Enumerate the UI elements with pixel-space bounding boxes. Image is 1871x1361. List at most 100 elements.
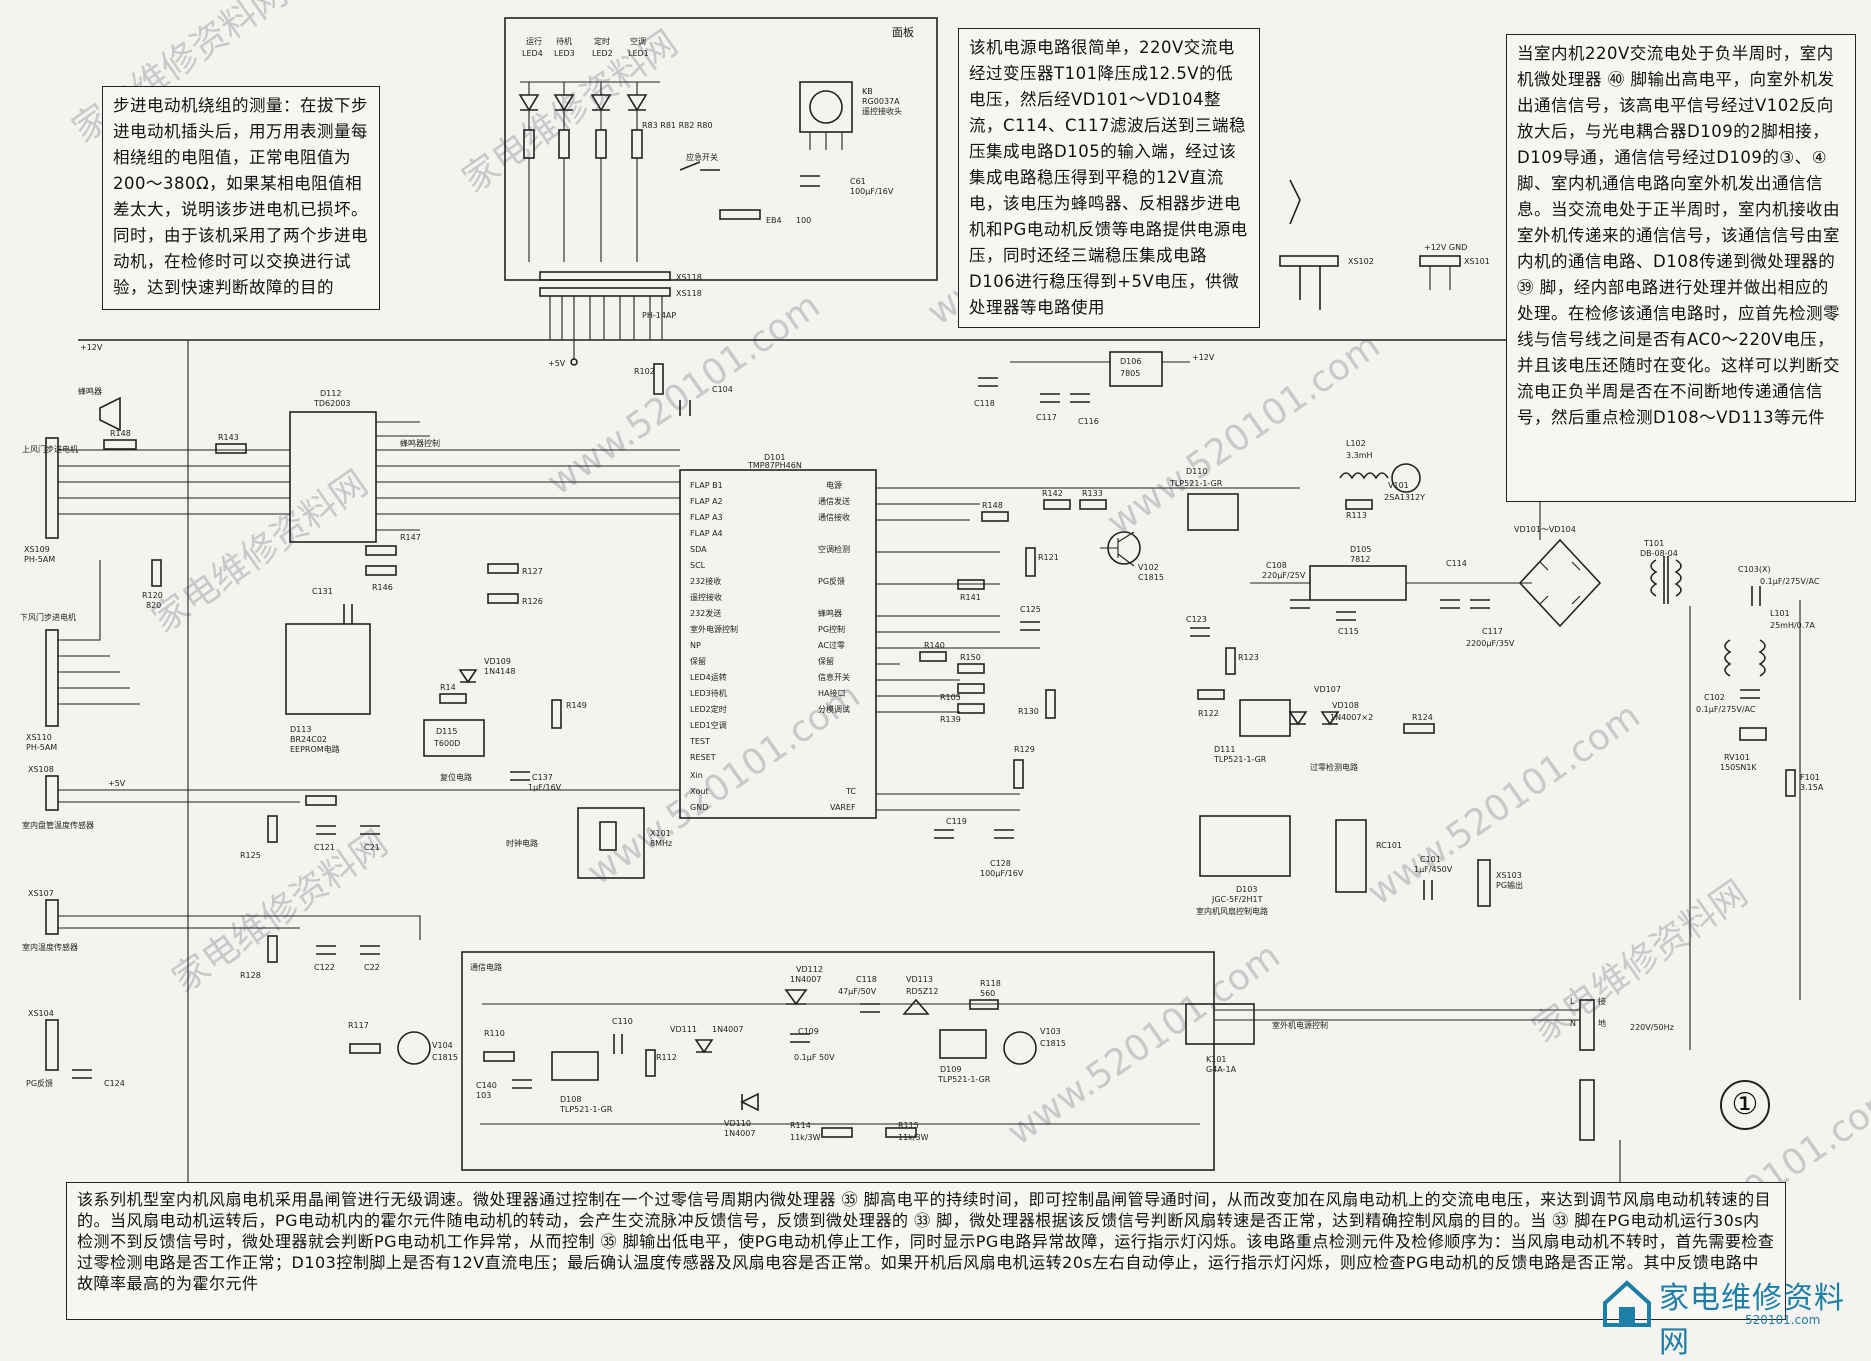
r146-resistor [365,565,397,576]
c101-value-label: 1μF/450V [1414,865,1453,874]
c140-value-label: 103 [476,1091,491,1100]
eb4-label: EB4 [766,216,782,225]
c103-value-label: 0.1μF/275V/AC [1760,577,1820,586]
rc101-box [1335,819,1367,893]
c109-label: C109 [798,1027,819,1036]
mcu-left-pins: FLAP B1 FLAP A2 FLAP A3 FLAP A4 SDA SCL … [689,481,738,812]
c115-label: C115 [1338,627,1359,636]
vd111-diode [694,1039,714,1054]
pin-tc: TC [845,787,856,796]
c102-value-label: 0.1μF/275V/AC [1696,705,1756,714]
c109-value-label: 0.1μF 50V [794,1053,835,1062]
note-power: 该机电源电路很简单，220V交流电经过变压器T101降压成12.5V的低电压，然… [958,28,1260,328]
xs109-connector [45,437,59,539]
xs108-label: XS108 [28,765,54,774]
site-logo: 家电维修资料网 520101.com [1597,1269,1865,1360]
c101-cap [1423,880,1433,900]
d106-value-label: 7805 [1120,369,1140,378]
pin-prot: 保留 [690,656,706,666]
r120-value-label: 820 [146,601,161,610]
c102-label: C102 [1704,693,1725,702]
r127-label: R127 [522,567,543,576]
r142-label: R142 [1042,489,1063,498]
c108-value-label: 220μF/25V [1262,571,1306,580]
r149-resistor [551,699,562,729]
reset-circuit-label: 复位电路 [440,772,472,782]
x101-crystal [599,821,617,851]
r143-resistor [215,443,247,454]
pin-flap-b1: FLAP B1 [690,481,723,490]
xs102-label: XS102 [1348,257,1374,266]
figure-number: ① [1720,1080,1770,1130]
r123-label: R123 [1238,653,1259,662]
l101-label: L101 [1770,609,1790,618]
d106-regulator [1109,351,1163,387]
r139-resistor [957,703,985,714]
vd112-value-label: 1N4007 [790,975,821,984]
k101-label: K101 [1206,1055,1227,1064]
ir-model-label: RG0037A [862,97,900,106]
r140-label: R140 [924,641,945,650]
r125-label: R125 [240,851,261,860]
c117-value-label: 2200μF/35V [1466,639,1515,648]
d115-ic [423,719,485,757]
term-l-label: L [1570,997,1575,1006]
r21-resistor [305,795,337,806]
c110-cap [613,1034,623,1054]
r148b-label: R148 [982,501,1003,510]
r117-label: R117 [348,1021,369,1030]
d103-value-label: JGC-5F/2H1T [1211,895,1263,904]
r102-label: R102 [634,367,655,376]
buzzer-ctrl-label: 蜂鸣器控制 [400,438,440,448]
pin-comm-rx: 通信接收 [818,512,850,522]
r114-value-label: 11k/3W [790,1133,821,1142]
r143-label: R143 [218,433,239,442]
c61-cap [800,175,820,187]
r114-resistor [821,1127,853,1138]
vd109-label: VD109 [484,657,511,666]
kb-label: KB [862,87,873,96]
v102-value-label: C1815 [1138,573,1164,582]
xs102-wires [1289,179,1321,310]
pin-flap-a3: FLAP A3 [690,513,723,522]
d111-label: D111 [1214,745,1235,754]
v104-transistor [397,1031,431,1065]
mains-label: 220V/50Hz [1630,1023,1674,1032]
led-ac-label: 空调 [630,36,646,46]
led-timer-label: 定时 [594,36,610,46]
xs103-label: XS103 [1496,871,1522,880]
v103-value-label: C1815 [1040,1039,1066,1048]
zero-detect-label: 过零检测电路 [1310,762,1358,772]
c115-cap [1336,611,1356,621]
mcu-ic [679,469,877,819]
r120-resistor [151,559,162,587]
pin-xin: Xin [690,771,703,780]
vd107-label: VD107 [1314,685,1341,694]
r128-label: R128 [240,971,261,980]
r105-label: R105 [940,693,961,702]
plus12v-gnd-label: +12V GND [1424,243,1467,252]
ir-head-label: 遥控接收头 [862,106,902,116]
d105-label: D105 [1350,545,1371,554]
led3-label: LED3 [554,49,575,58]
c118b-cap [860,1003,880,1013]
pin-232-tx: 232发送 [690,608,721,618]
r130-resistor [1045,689,1056,719]
plus5v-top-label: +5V [548,359,566,368]
r129-label: R129 [1014,745,1035,754]
pin-sda: SDA [690,545,707,554]
r127-resistor [487,563,519,574]
v102-label: V102 [1138,563,1159,572]
r124-resistor [1403,723,1435,734]
d103-label: D103 [1236,885,1257,894]
c61-label: C61 [850,177,866,186]
c117a-label: C117 [1036,413,1057,422]
d113-value-label: BR24C02 [290,735,327,744]
d108-optocoupler [551,1051,599,1081]
rv101-value-label: 150SN1K [1720,763,1757,772]
r122-label: R122 [1198,709,1219,718]
d112-value-label: TD62003 [313,399,351,408]
d110-value-label: TLP521-1-GR [1169,479,1223,488]
xs107-label: XS107 [28,889,54,898]
c119-label: C119 [946,817,967,826]
